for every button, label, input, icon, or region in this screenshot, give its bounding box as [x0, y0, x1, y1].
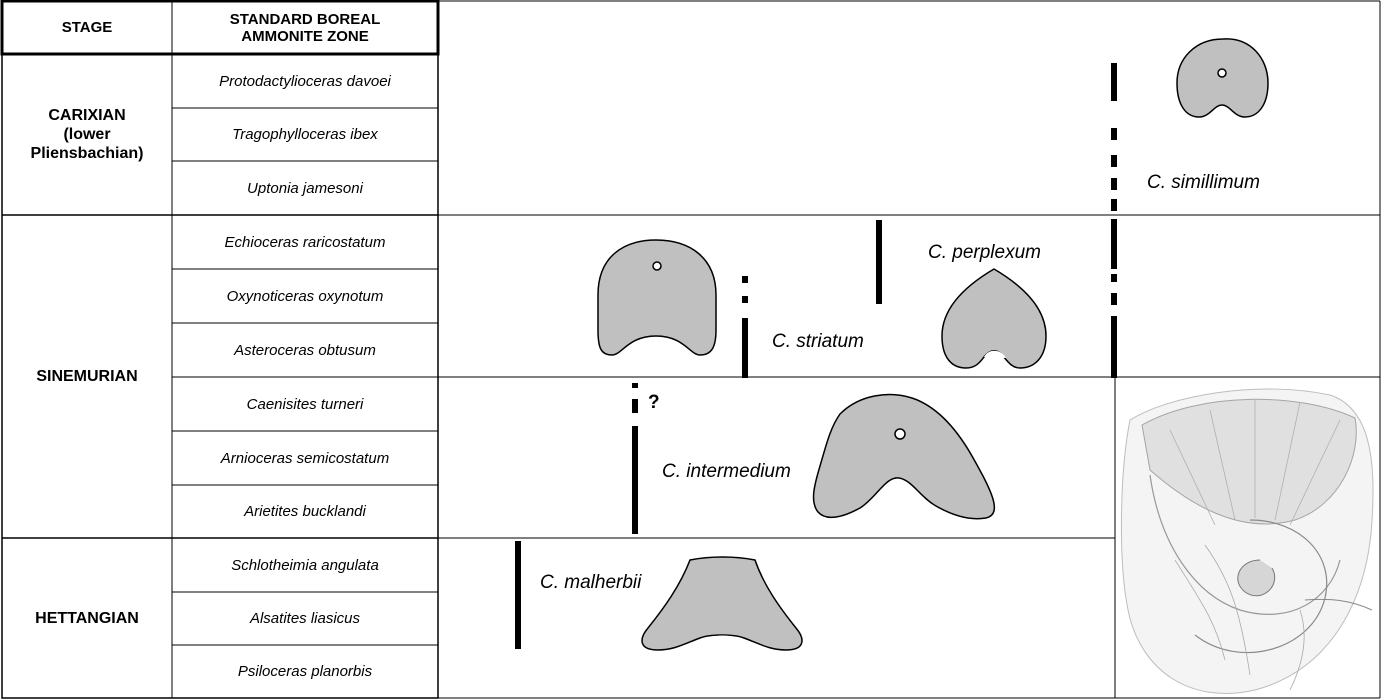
species-label-perplexum: C. perplexum	[928, 242, 1041, 264]
zone-cell: Tragophylloceras ibex	[172, 108, 438, 161]
zone-label: Arnioceras semicostatum	[221, 450, 389, 467]
species-label-striatum: C. striatum	[772, 331, 864, 353]
zone-cell: Caenisites turneri	[172, 377, 438, 431]
zone-label: Echioceras raricostatum	[225, 234, 386, 251]
stage-sinemurian-label: SINEMURIAN	[36, 367, 137, 386]
zone-cell: Psiloceras planorbis	[172, 645, 438, 698]
zone-label: Schlotheimia angulata	[231, 557, 379, 574]
zone-label: Psiloceras planorbis	[238, 663, 372, 680]
stage-carixian-line3: Pliensbachian)	[31, 144, 144, 163]
simillimum-range-seg	[1111, 274, 1117, 282]
simillimum-umbilicus	[1218, 69, 1226, 77]
simillimum-range-seg	[1111, 293, 1117, 305]
simillimum-range-seg	[1111, 199, 1117, 211]
stage-carixian-line2: (lower	[63, 125, 110, 144]
simillimum-range-seg	[1111, 63, 1117, 101]
header-zone-line1: STANDARD BOREAL	[230, 11, 381, 28]
zone-cell: Asteroceras obtusum	[172, 323, 438, 377]
stage-hettangian-label: HETTANGIAN	[35, 609, 139, 628]
simillimum-range-seg	[1111, 316, 1117, 378]
zone-cell: Echioceras raricostatum	[172, 215, 438, 269]
intermedium-range-seg	[632, 399, 638, 413]
intermedium-range-seg	[632, 383, 638, 388]
zone-label: Tragophylloceras ibex	[232, 126, 378, 143]
zone-cell: Arnioceras semicostatum	[172, 431, 438, 485]
zone-label: Oxynoticeras oxynotum	[227, 288, 384, 305]
header-zone-line2: AMMONITE ZONE	[241, 28, 369, 45]
zone-label: Caenisites turneri	[247, 396, 364, 413]
zone-cell: Schlotheimia angulata	[172, 538, 438, 592]
simillimum-range-seg	[1111, 155, 1117, 167]
stage-carixian: CARIXIAN (lower Pliensbachian)	[2, 54, 172, 215]
striatum-range-bar	[742, 318, 748, 378]
zone-label: Alsatites liasicus	[250, 610, 360, 627]
stage-hettangian: HETTANGIAN	[2, 538, 172, 698]
intermedium-umbilicus	[895, 429, 905, 439]
striatum-range-seg	[742, 296, 748, 303]
uncertain-range-mark: ?	[648, 392, 660, 414]
zone-cell: Arietites bucklandi	[172, 485, 438, 538]
stage-sinemurian: SINEMURIAN	[2, 215, 172, 538]
perplexum-range-bar	[876, 220, 882, 304]
zone-cell: Alsatites liasicus	[172, 592, 438, 645]
simillimum-section	[1177, 39, 1268, 117]
striatum-umbilicus	[653, 262, 661, 270]
simillimum-range-seg	[1111, 128, 1117, 140]
zone-label: Uptonia jamesoni	[247, 180, 363, 197]
species-label-intermedium: C. intermedium	[662, 461, 791, 483]
zone-cell: Uptonia jamesoni	[172, 161, 438, 215]
zone-label: Arietites bucklandi	[244, 503, 366, 520]
striatum-section	[598, 240, 716, 355]
intermedium-range-bar	[632, 426, 638, 534]
intermedium-section	[814, 395, 995, 519]
nautilus-shell-illustration	[1121, 389, 1373, 693]
species-label-simillimum: C. simillimum	[1147, 172, 1260, 194]
malherbii-range-bar	[515, 541, 521, 649]
species-label-malherbii: C. malherbii	[540, 572, 641, 594]
zone-cell: Oxynoticeras oxynotum	[172, 269, 438, 323]
simillimum-range-seg	[1111, 178, 1117, 190]
simillimum-range-seg	[1111, 219, 1117, 269]
zone-label: Asteroceras obtusum	[234, 342, 376, 359]
header-stage: STAGE	[2, 1, 172, 54]
stage-carixian-line1: CARIXIAN	[48, 106, 125, 125]
header-stage-label: STAGE	[62, 19, 113, 36]
zone-cell: Protodactylioceras davoei	[172, 54, 438, 108]
zone-label: Protodactylioceras davoei	[219, 73, 391, 90]
header-zone: STANDARD BOREAL AMMONITE ZONE	[172, 1, 438, 54]
striatum-range-seg	[742, 276, 748, 283]
